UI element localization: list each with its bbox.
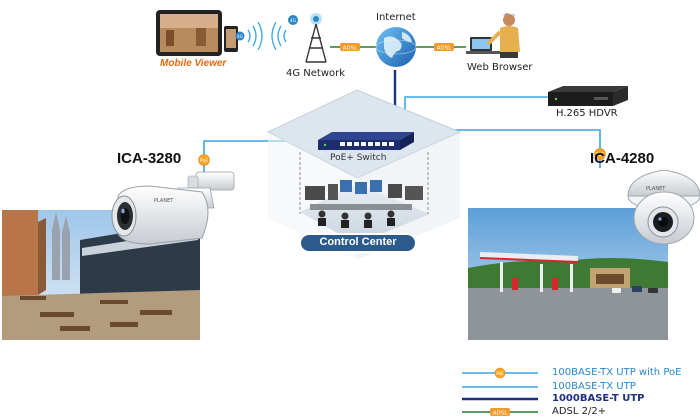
- legend-item-poe: 100BASE-TX UTP with PoE: [552, 367, 682, 378]
- svg-text:4G: 4G: [237, 34, 243, 39]
- mobile-devices: 4G: [156, 10, 245, 56]
- svg-text:ADSL: ADSL: [437, 46, 452, 52]
- internet-label: Internet: [376, 12, 416, 23]
- network-4g-label: 4G Network: [286, 68, 346, 79]
- legend-swatches: PoE ADSL: [462, 367, 538, 417]
- svg-text:PLANET: PLANET: [646, 186, 666, 192]
- bullet-camera-icon: PLANET: [111, 171, 235, 245]
- svg-text:PoE: PoE: [200, 158, 208, 164]
- camera-left-title: ICA-3280: [117, 150, 182, 167]
- svg-text:PLANET: PLANET: [154, 198, 174, 204]
- poe-switch-label: PoE+ Switch: [330, 153, 387, 163]
- legend-item-gbe: 1000BASE-T UTP: [552, 393, 645, 404]
- hdvr-device-icon: [548, 86, 628, 106]
- adsl-tag-right: ADSL: [434, 43, 454, 52]
- svg-text:PoE: PoE: [596, 152, 604, 158]
- legend-item-utp: 100BASE-TX UTP: [552, 381, 636, 392]
- poe-tag-right: PoE: [594, 148, 606, 160]
- control-center-label: Control Center: [319, 236, 397, 248]
- wireless-waves: [247, 21, 287, 51]
- svg-text:PoE: PoE: [496, 371, 504, 376]
- hdvr-label: H.265 HDVR: [556, 108, 618, 119]
- legend-item-adsl: ADSL 2/2+: [552, 406, 607, 417]
- svg-text:ADSL: ADSL: [493, 411, 508, 417]
- cell-tower-icon: [305, 13, 327, 63]
- badge-4g: 4G: [288, 15, 298, 25]
- poe-switch-icon: [318, 132, 414, 150]
- adsl-tag-left: ADSL: [340, 43, 360, 52]
- camera-right-title: ICA-4280: [590, 150, 655, 167]
- mobile-viewer-label: Mobile Viewer: [160, 58, 227, 69]
- svg-text:4G: 4G: [290, 18, 297, 24]
- web-browser-user-icon: [466, 13, 520, 58]
- control-center-banner: [299, 233, 417, 253]
- dome-camera-icon: PLANET: [627, 169, 700, 245]
- gas-station-scene-right: [468, 208, 668, 340]
- web-browser-label: Web Browser: [467, 62, 533, 73]
- poe-tag-left: PoE: [198, 154, 210, 166]
- internet-globe-icon: [375, 27, 417, 67]
- svg-text:ADSL: ADSL: [343, 46, 358, 52]
